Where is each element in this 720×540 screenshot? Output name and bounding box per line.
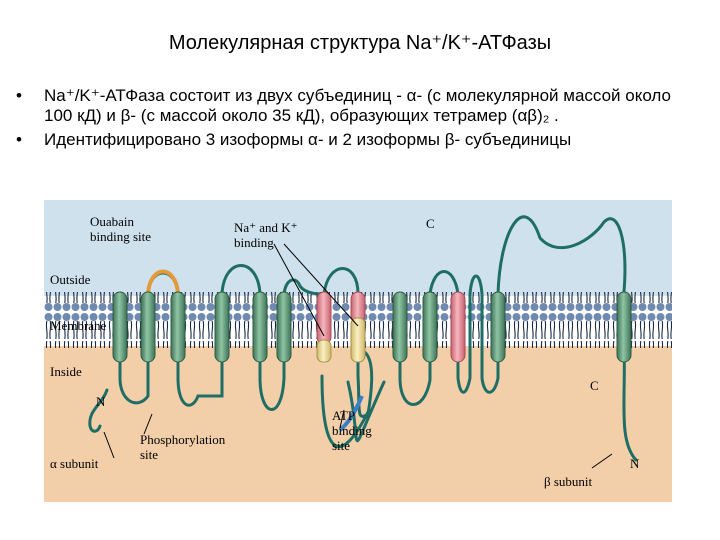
na-k-label-line1: Na⁺ and K⁺ bbox=[234, 220, 298, 235]
beta-c-terminus-label: C bbox=[590, 378, 599, 393]
na-k-label-line2: binding bbox=[234, 235, 274, 250]
helix-m7-red bbox=[316, 291, 332, 345]
helix-m9 bbox=[392, 291, 408, 363]
helix-m8-yellow bbox=[350, 317, 366, 363]
alpha-subunit-label: α subunit bbox=[50, 456, 99, 471]
bullet-list: • Na⁺/K⁺-АТФаза состоит из двух субъедин… bbox=[14, 86, 704, 154]
beta-n-terminus-label: N bbox=[630, 456, 640, 471]
alpha-subunit-chain bbox=[88, 215, 627, 448]
bullet-item: • Na⁺/K⁺-АТФаза состоит из двух субъедин… bbox=[14, 86, 704, 126]
beta-subunit-label: β subunit bbox=[544, 474, 593, 489]
helix-beta bbox=[616, 291, 632, 363]
phosphorylation-label-line1: Phosphorylation bbox=[140, 432, 226, 447]
atpase-membrane-diagram: Ouabain binding site Na⁺ and K⁺ binding … bbox=[44, 200, 672, 502]
membrane-label: Membrane bbox=[50, 318, 107, 333]
helix-m6 bbox=[276, 291, 292, 363]
ouabain-binding-arc bbox=[146, 269, 180, 295]
ouabain-label-line2: binding site bbox=[90, 229, 151, 244]
atp-label-line1: ATP bbox=[332, 408, 355, 423]
atp-label-line3: site bbox=[332, 438, 350, 453]
helix-group bbox=[112, 291, 632, 363]
phosphorylation-site-label: Phosphorylation site bbox=[140, 432, 228, 462]
inside-label: Inside bbox=[50, 364, 82, 379]
alpha-n-terminus-label: N bbox=[96, 394, 106, 409]
alpha-c-terminus-label: C bbox=[426, 216, 435, 231]
helix-m5 bbox=[252, 291, 268, 363]
helix-m11-red bbox=[450, 291, 466, 363]
atp-binding-site-label: ATP binding site bbox=[332, 408, 375, 453]
outside-region bbox=[44, 200, 672, 296]
slide-title: Молекулярная структура Na⁺/K⁺-АТФазы bbox=[168, 32, 552, 54]
helix-m12 bbox=[490, 291, 506, 363]
bullet-marker: • bbox=[16, 86, 22, 105]
bullet-text: Идентифицировано 3 изоформы α- и 2 изофо… bbox=[44, 130, 572, 149]
helix-m7-yellow bbox=[316, 339, 332, 363]
helix-m2 bbox=[140, 291, 156, 363]
atp-label-line2: binding bbox=[332, 423, 372, 438]
pointer-lines bbox=[103, 243, 613, 469]
bullet-marker: • bbox=[16, 130, 22, 149]
na-k-binding-label: Na⁺ and K⁺ binding bbox=[234, 220, 301, 250]
atp-binding-segment bbox=[338, 395, 364, 432]
ouabain-label-line1: Ouabain bbox=[90, 214, 135, 229]
helix-m1 bbox=[112, 291, 128, 363]
helix-m10 bbox=[422, 291, 438, 363]
outside-label: Outside bbox=[50, 272, 91, 287]
ouabain-label: Ouabain binding site bbox=[90, 214, 151, 244]
phosphorylation-label-line2: site bbox=[140, 447, 158, 462]
helix-m3 bbox=[170, 291, 186, 363]
bullet-text: Na⁺/K⁺-АТФаза состоит из двух субъединиц… bbox=[44, 86, 671, 125]
bullet-item: • Идентифицировано 3 изоформы α- и 2 изо… bbox=[14, 130, 704, 150]
helix-m4 bbox=[214, 291, 230, 363]
